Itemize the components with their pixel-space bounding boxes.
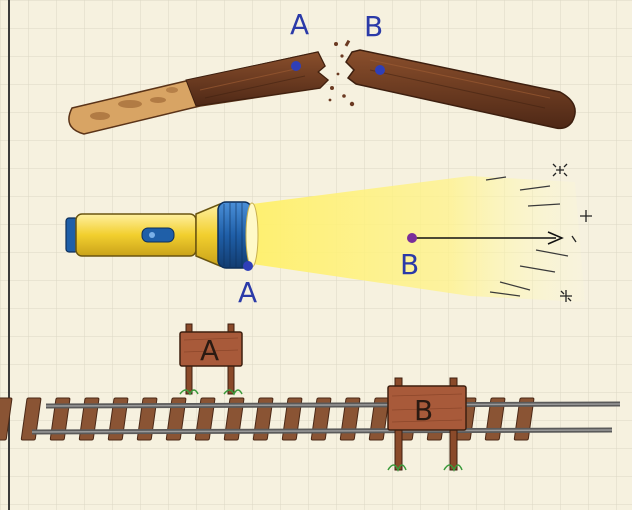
- sign-b: B: [387, 377, 467, 473]
- stick-point-b: [375, 65, 385, 75]
- sign-b-label: B: [414, 394, 433, 427]
- flashlight-point-b: [407, 233, 417, 243]
- sign-a: A: [179, 323, 243, 396]
- flashlight: [65, 201, 259, 269]
- arrow-head-icon: [547, 231, 564, 245]
- stick-label-a: A: [290, 8, 309, 41]
- flashlight-label-a: A: [238, 276, 257, 309]
- sign-a-label: A: [200, 334, 219, 367]
- stick-splinters: [328, 39, 355, 107]
- sparkle-icon: [552, 163, 592, 302]
- stick-point-a: [291, 61, 301, 71]
- beam-streaks: [485, 176, 569, 297]
- light-beam: [252, 176, 585, 302]
- flashlight-scene: A B: [65, 163, 592, 309]
- stick-label-b: B: [364, 10, 383, 43]
- flashlight-point-a: [243, 261, 253, 271]
- flashlight-label-b: B: [400, 248, 419, 281]
- stick-right-piece: [345, 49, 576, 130]
- railway-scene: A B: [0, 323, 621, 473]
- broken-stick: A B: [68, 8, 576, 135]
- railway-tie: [0, 397, 13, 441]
